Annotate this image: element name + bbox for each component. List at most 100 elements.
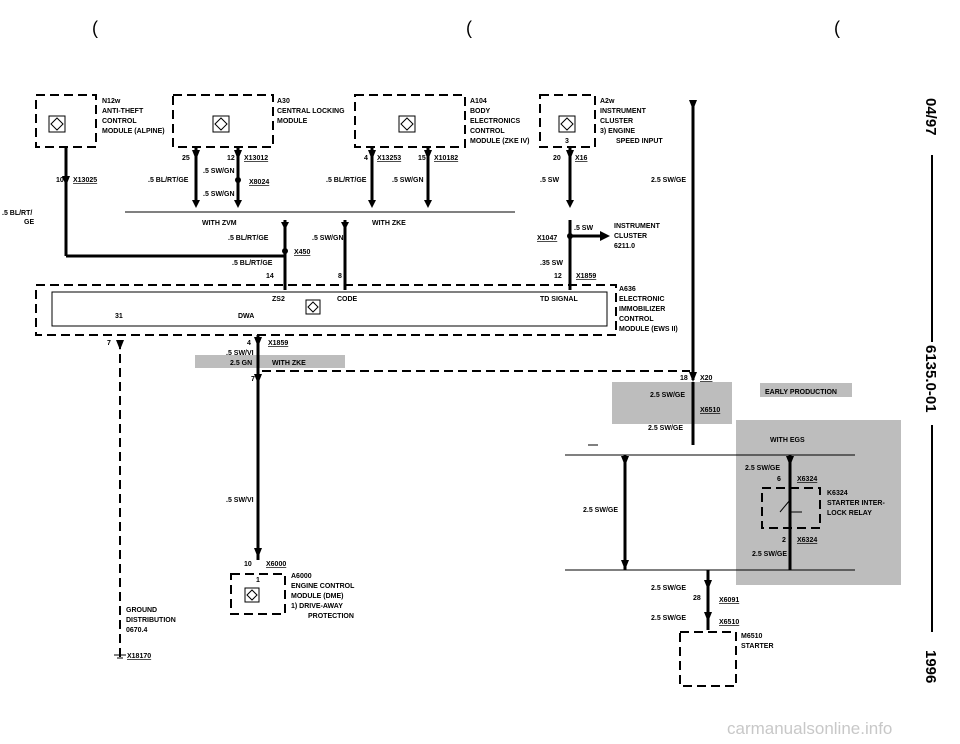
ews-gn-wire: 2.5 GN	[230, 360, 252, 367]
n12w-line-3: MODULE (ALPINE)	[102, 128, 165, 135]
a636-line-3: CONTROL	[619, 316, 654, 323]
x13012-pin-12: 12	[227, 155, 235, 162]
a6000-pin-note: 1	[256, 577, 260, 584]
a2w-pin-note: 3	[565, 138, 569, 145]
x1859b-pin-4: 4	[247, 340, 251, 347]
module-a104: A104 BODY ELECTRONICS CONTROL MODULE (ZK…	[354, 94, 530, 148]
x6510a-id: X6510	[700, 407, 720, 414]
module-a30: A30 CENTRAL LOCKING MODULE	[172, 94, 345, 148]
a2w-line-3: 3) ENGINE	[600, 128, 635, 135]
m6510-line-2: STARTER	[741, 643, 774, 650]
a6000-line-3: 1) DRIVE-AWAY	[291, 603, 343, 610]
zvm-wire-c: .5 BL/RT/GE	[232, 260, 273, 267]
ews-wire: .5 SW/VI	[226, 350, 254, 357]
sidebar-date: 04/97	[922, 98, 939, 136]
x16-pin: 20	[553, 155, 561, 162]
zvm-wire-a: .5 BL/RT/GE	[228, 235, 269, 242]
x20-wire-a: 2.5 SW/GE	[650, 392, 685, 399]
early-production-label: EARLY PRODUCTION	[765, 389, 837, 396]
a30-id: A30	[277, 98, 290, 105]
a30-wire-a: .5 SW/GN	[203, 168, 235, 175]
a636-pin-31: 31	[115, 313, 123, 320]
cluster-wire-2: .35 SW	[540, 260, 563, 267]
ground-ref-2: DISTRIBUTION	[126, 617, 176, 624]
sidebar-year: 1996	[922, 650, 939, 683]
x10182-pin: 15	[418, 155, 426, 162]
x6324b-pin: 2	[782, 537, 786, 544]
a636-pin-zs2: ZS2	[272, 296, 285, 303]
a30-line-1: CENTRAL LOCKING	[277, 108, 345, 115]
x20-id: X20	[700, 375, 713, 382]
x13012-pin-25: 25	[182, 155, 190, 162]
lower-wiring	[116, 335, 855, 660]
x20-wire-b: 2.5 SW/GE	[648, 425, 683, 432]
x450-id: X450	[294, 249, 310, 256]
x13025-pin: 10	[56, 177, 64, 184]
x6091-id: X6091	[719, 597, 739, 604]
shade-early-production	[760, 383, 852, 397]
a104-id: A104	[470, 98, 487, 105]
x18170-id: X18170	[127, 653, 151, 660]
x10182-id: X10182	[434, 155, 458, 162]
x6324a-id: X6324	[797, 476, 817, 483]
a2w-supply-wire: 2.5 SW/GE	[651, 177, 686, 184]
x6000-pin: 10	[244, 561, 252, 568]
ews-wire-2: .5 SW/VI	[226, 497, 254, 504]
x13253-id: X13253	[377, 155, 401, 162]
a104-wire-b: .5 SW/GN	[392, 177, 424, 184]
x1859a-pin-8: 8	[338, 273, 342, 280]
n12w-id: N12w	[102, 98, 121, 105]
a2w-line-2: CLUSTER	[600, 118, 633, 125]
a636-id: A636	[619, 286, 636, 293]
a636-line-4: MODULE (EWS II)	[619, 326, 678, 333]
x6510b-id: X6510	[719, 619, 739, 626]
x20-pin: 18	[680, 375, 688, 382]
a6000-id: A6000	[291, 573, 312, 580]
ground-ref-1: GROUND	[126, 607, 157, 614]
a2w-line-4: SPEED INPUT	[616, 138, 663, 145]
with-egs-label: WITH EGS	[770, 437, 805, 444]
a2w-id: A2w	[600, 98, 615, 105]
a30-line-2: MODULE	[277, 118, 308, 125]
a104-line-4: MODULE (ZKE IV)	[470, 138, 530, 145]
n12w-line-1: ANTI-THEFT	[102, 108, 144, 115]
with-zke-mid-label: WITH ZKE	[272, 360, 306, 367]
m6510-line-1: M6510	[741, 633, 763, 640]
cluster-ref-1: INSTRUMENT	[614, 223, 661, 230]
a2w-line-1: INSTRUMENT	[600, 108, 647, 115]
k6324-line-2: STARTER INTER-	[827, 500, 885, 507]
x8024-id: X8024	[249, 179, 269, 186]
cluster-ref-2: CLUSTER	[614, 233, 647, 240]
a2w-wire: .5 SW	[540, 177, 559, 184]
with-zke-top-label: WITH ZKE	[372, 220, 406, 227]
x13253-pin: 4	[364, 155, 368, 162]
relay-wire-in: 2.5 SW/GE	[745, 465, 780, 472]
x1047-id: X1047	[537, 235, 557, 242]
a636-pin-code: CODE	[337, 296, 358, 303]
x6324b-id: X6324	[797, 537, 817, 544]
a6000-line-2: MODULE (DME)	[291, 593, 344, 600]
x1859a-pin-12: 12	[554, 273, 562, 280]
a104-line-1: BODY	[470, 108, 491, 115]
module-a636: ZS2 CODE TD SIGNAL 31 DWA A636 ELECTRONI…	[35, 284, 678, 336]
module-m6510	[679, 631, 737, 687]
n12w-line-2: CONTROL	[102, 118, 137, 125]
starter-wire-b: 2.5 SW/GE	[651, 615, 686, 622]
a30-wire-c: .5 BL/RT/GE	[148, 177, 189, 184]
a104-line-3: CONTROL	[470, 128, 505, 135]
n12w-wire-a: .5 BL/RT/	[2, 210, 32, 217]
x1859b-pin-7: 7	[107, 340, 111, 347]
module-a6000	[230, 573, 286, 615]
x1859b-id: X1859	[268, 340, 288, 347]
a636-pin-td: TD SIGNAL	[540, 296, 578, 303]
relay-k6324	[761, 487, 821, 529]
header-mark-3: (	[834, 18, 840, 38]
header-mark-1: (	[92, 18, 98, 38]
watermark: carmanualsonline.info	[727, 719, 892, 738]
a104-line-2: ELECTRONICS	[470, 118, 521, 125]
x13012-id: X13012	[244, 155, 268, 162]
n12w-wire-b: GE	[24, 219, 34, 226]
x1859a-id: X1859	[576, 273, 596, 280]
k6324-line-1: K6324	[827, 490, 848, 497]
